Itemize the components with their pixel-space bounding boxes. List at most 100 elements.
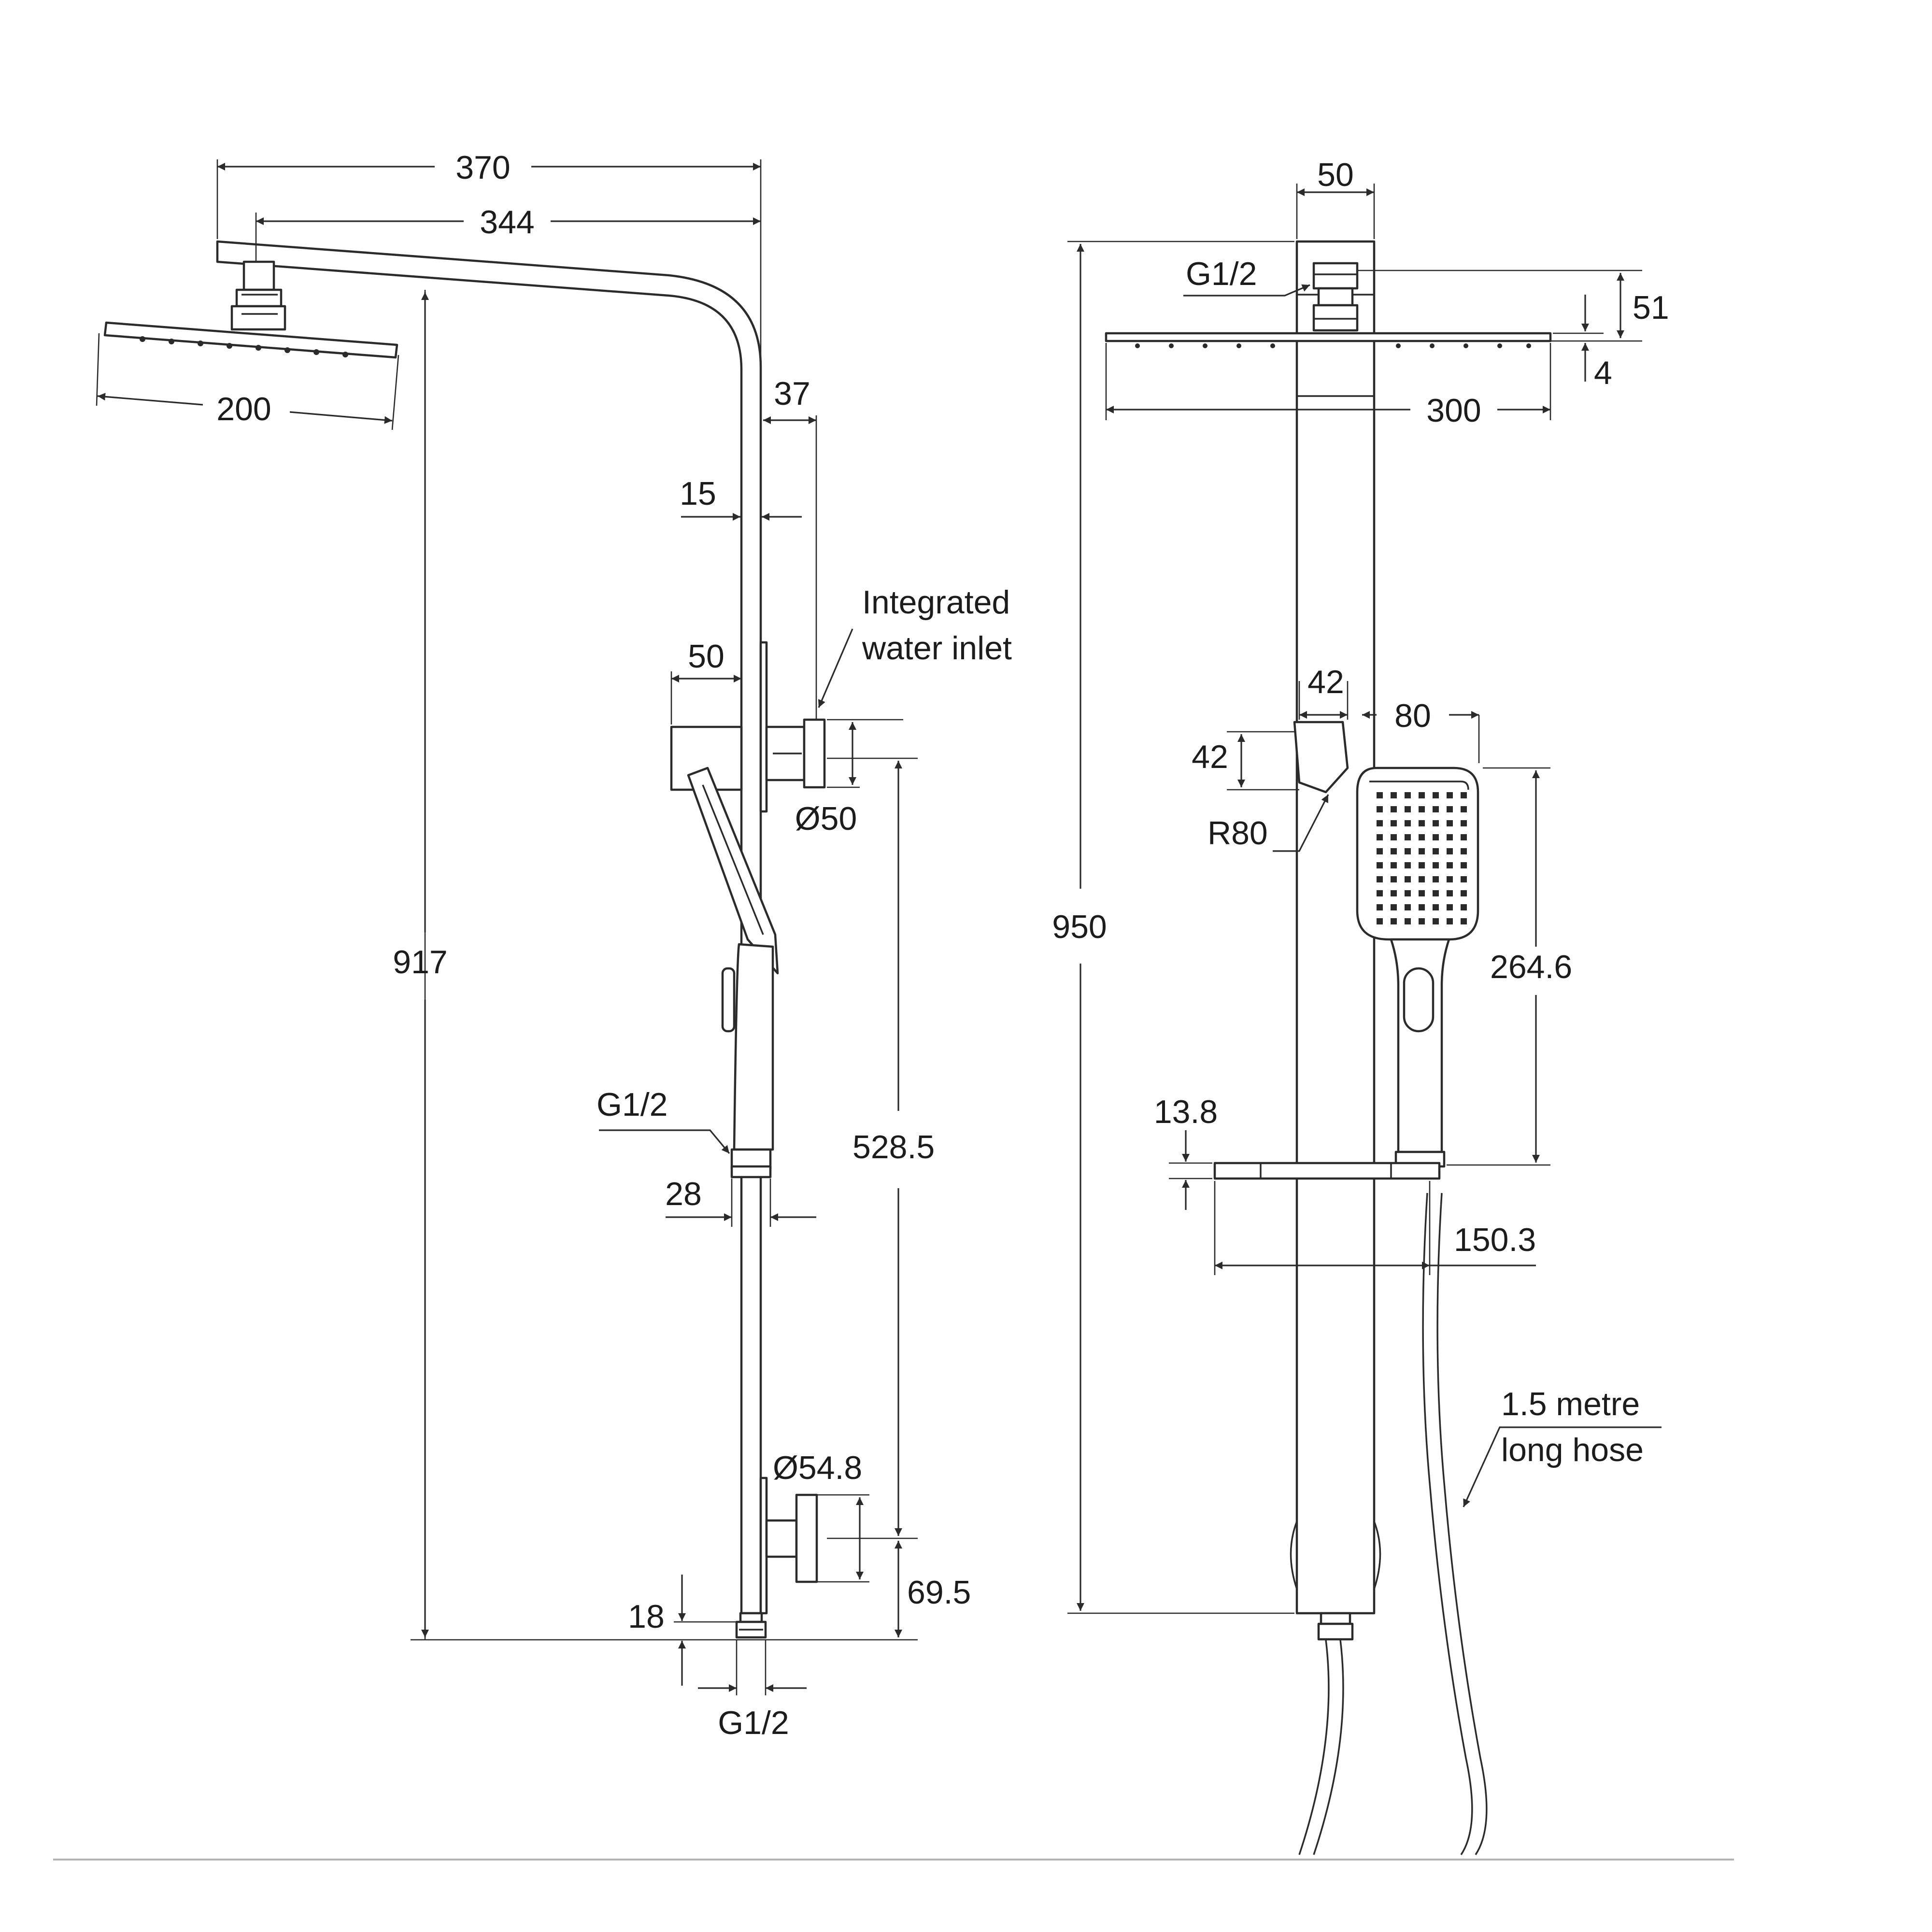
spray-nozzle — [1377, 918, 1383, 924]
spray-nozzle — [1391, 848, 1397, 854]
dim-37: 37 — [774, 375, 810, 412]
spray-nozzle — [1419, 848, 1425, 854]
hand-shower-front — [1356, 767, 1479, 1168]
spray-nozzle — [1377, 890, 1383, 896]
note-inlet-line2: water inlet — [862, 630, 1012, 667]
spray-nozzle — [1419, 918, 1425, 924]
dim-g12-head: G1/2 — [1186, 256, 1257, 292]
dim-42-width: 42 — [1307, 664, 1344, 700]
dim-28: 28 — [665, 1176, 702, 1212]
head-connector-front — [1312, 262, 1359, 332]
left-side-elevation: 370 344 200 37 15 50 Ø50 Integrated wate… — [96, 149, 1012, 1741]
spray-nozzle — [1447, 848, 1453, 854]
dim-264: 264.6 — [1490, 949, 1572, 985]
dim-15: 15 — [680, 475, 716, 512]
column-base-bulge — [1290, 1521, 1298, 1590]
dim-13: 13.8 — [1154, 1094, 1218, 1130]
spray-nozzle — [1377, 792, 1383, 798]
rain-shower-head — [1105, 332, 1552, 342]
spray-nozzle — [1433, 848, 1439, 854]
dim-370: 370 — [455, 149, 510, 186]
spray-nozzle — [1405, 918, 1411, 924]
spray-nozzle — [1391, 876, 1397, 882]
spray-nozzle — [1461, 862, 1467, 868]
bottom-nut — [735, 1612, 767, 1639]
spray-nozzle — [1447, 876, 1453, 882]
spray-nozzle — [1405, 848, 1411, 854]
spray-nozzle — [1461, 918, 1467, 924]
spray-nozzle — [1405, 904, 1411, 910]
spray-nozzle — [1447, 820, 1453, 826]
leader-hose — [1463, 1426, 1662, 1507]
spray-nozzle — [1447, 862, 1453, 868]
spray-nozzle — [1447, 792, 1453, 798]
dim-950: 950 — [1052, 909, 1107, 945]
spray-nozzle — [1433, 904, 1439, 910]
dim-300: 300 — [1426, 392, 1481, 429]
spray-nozzle — [1433, 834, 1439, 840]
spray-nozzle — [1419, 792, 1425, 798]
spray-nozzle — [1461, 890, 1467, 896]
spray-nozzle — [1433, 918, 1439, 924]
dim-r80: R80 — [1208, 815, 1268, 852]
spray-nozzle — [1405, 792, 1411, 798]
spray-nozzle — [1391, 792, 1397, 798]
spray-nozzle — [1419, 834, 1425, 840]
spray-nozzle — [1377, 876, 1383, 882]
spray-nozzle — [1377, 820, 1383, 826]
rain-head-nozzles — [1135, 343, 1531, 348]
spray-nozzle — [1391, 834, 1397, 840]
column-outlet — [1317, 1612, 1354, 1641]
spray-nozzle — [1391, 904, 1397, 910]
spray-nozzle — [1433, 792, 1439, 798]
spray-nozzle — [1447, 918, 1453, 924]
spray-nozzle — [1377, 904, 1383, 910]
note-inlet-line1: Integrated — [862, 584, 1010, 621]
spray-nozzle — [1391, 918, 1397, 924]
dim-917: 917 — [393, 944, 447, 980]
spray-nozzle — [1419, 876, 1425, 882]
note-hose-line1: 1.5 metre — [1501, 1386, 1640, 1422]
dim-g12-bottom: G1/2 — [718, 1705, 789, 1741]
spray-nozzle — [1433, 806, 1439, 812]
shower-arm — [216, 240, 762, 1615]
spray-nozzle — [1377, 834, 1383, 840]
spray-nozzle — [1405, 876, 1411, 882]
dim-344: 344 — [480, 204, 534, 241]
spray-nozzle — [1391, 820, 1397, 826]
dim-line-200 — [97, 393, 203, 406]
dim-dia50: Ø50 — [795, 800, 857, 837]
spray-nozzle — [1419, 820, 1425, 826]
spray-nozzle — [1461, 820, 1467, 826]
dim-g12-outlet: G1/2 — [597, 1086, 668, 1123]
spray-nozzle — [1405, 834, 1411, 840]
spray-nozzle — [1433, 862, 1439, 868]
spray-nozzle — [1447, 834, 1453, 840]
right-front-elevation: 50 G1/2 51 4 300 950 42 42 R80 — [1052, 156, 1669, 1855]
spray-nozzle — [1461, 834, 1467, 840]
spray-nozzle — [1461, 848, 1467, 854]
spray-nozzle — [1461, 876, 1467, 882]
note-hose-line2: long hose — [1501, 1432, 1644, 1468]
spray-nozzle — [1377, 848, 1383, 854]
spray-nozzle — [1405, 890, 1411, 896]
dim-80: 80 — [1394, 697, 1431, 734]
dim-4: 4 — [1594, 355, 1612, 391]
leader-water-inlet — [818, 628, 853, 708]
handset-spray-nozzles — [1377, 792, 1467, 924]
spray-nozzle — [1447, 904, 1453, 910]
shower-head-side — [103, 321, 398, 359]
leader-r80 — [1273, 794, 1329, 852]
handset-holder-front — [1293, 721, 1349, 794]
dim-528: 528.5 — [852, 1129, 935, 1165]
dim-50-right: 50 — [1317, 156, 1354, 193]
dim-42-height: 42 — [1192, 739, 1228, 775]
dim-200: 200 — [216, 391, 271, 427]
dim-150: 150.3 — [1454, 1222, 1536, 1258]
dim-dia54: Ø54.8 — [773, 1449, 862, 1486]
head-connector — [230, 260, 286, 331]
spray-nozzle — [1447, 806, 1453, 812]
spray-nozzle — [1391, 862, 1397, 868]
spray-nozzle — [1419, 862, 1425, 868]
spray-nozzle — [1433, 876, 1439, 882]
